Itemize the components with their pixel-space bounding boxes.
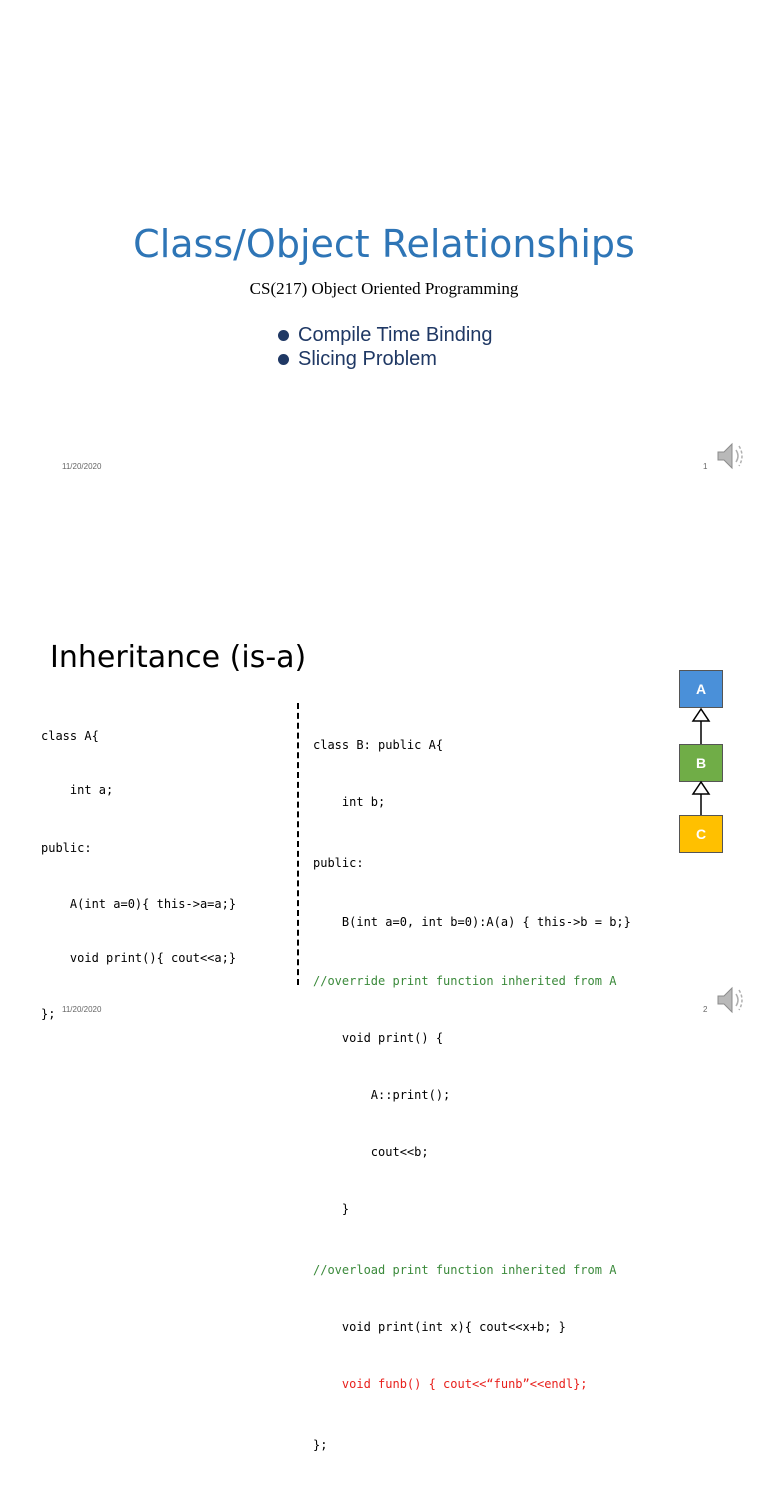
code-comment: //overload print function inherited from… (313, 1263, 617, 1277)
bullet-list: Compile Time Binding Slicing Problem (278, 323, 493, 371)
code-line: A(int a=0){ this->a=a;} (41, 897, 237, 911)
slide-title: Inheritance (is-a) (50, 640, 307, 675)
code-line: A::print(); (313, 1088, 451, 1102)
slide-title: Class/Object Relationships (133, 222, 635, 266)
code-line: class A{ (41, 729, 99, 743)
speaker-icon[interactable] (716, 438, 746, 474)
code-line: } (313, 1202, 350, 1216)
slide-1: Class/Object Relationships CS(217) Objec… (0, 0, 768, 512)
code-line: public: (41, 841, 92, 855)
slide-date: 11/20/2020 (62, 462, 102, 471)
code-line: cout<<b; (313, 1145, 429, 1159)
slide-2: Inheritance (is-a) class A{ int a; publi… (0, 512, 768, 1452)
speaker-icon[interactable] (716, 982, 746, 1018)
bullet-item: Compile Time Binding (278, 323, 493, 347)
slide-number: 2 (703, 1005, 708, 1014)
inheritance-arrow-icon (691, 707, 711, 744)
class-box-b: B (679, 744, 723, 782)
inheritance-arrow-icon (691, 780, 711, 815)
code-line: public: (313, 856, 364, 870)
code-line: void print() { (313, 1031, 444, 1045)
slide-number: 1 (703, 462, 708, 471)
bullet-dot-icon (278, 353, 289, 365)
divider-line (297, 703, 299, 985)
code-line: }; (41, 1007, 56, 1021)
bullet-text: Compile Time Binding (298, 324, 493, 346)
code-line: B(int a=0, int b=0):A(a) { this->b = b;} (313, 915, 631, 929)
slide-subtitle: CS(217) Object Oriented Programming (249, 279, 519, 298)
code-line: void print(int x){ cout<<x+b; } (313, 1320, 566, 1334)
code-line: class B: public A{ (313, 738, 444, 752)
slide-date: 11/20/2020 (62, 1005, 102, 1014)
class-box-c: C (679, 815, 723, 853)
code-line: int b; (313, 795, 386, 809)
code-line: }; (313, 1438, 328, 1452)
bullet-item: Slicing Problem (278, 347, 493, 371)
class-box-a: A (679, 670, 723, 708)
code-line: void print(){ cout<<a;} (41, 951, 237, 965)
code-line: int a; (41, 783, 114, 797)
code-line-highlighted: void funb() { cout<<“funb”<<endl}; (313, 1377, 588, 1391)
code-block-right: class B: public A{ int b; public: B(int … (313, 698, 631, 1493)
bullet-dot-icon (278, 329, 289, 341)
code-block-left: class A{ int a; public: A(int a=0){ this… (41, 691, 236, 1059)
code-comment: //override print function inherited from… (313, 974, 617, 988)
bullet-text: Slicing Problem (298, 348, 437, 370)
